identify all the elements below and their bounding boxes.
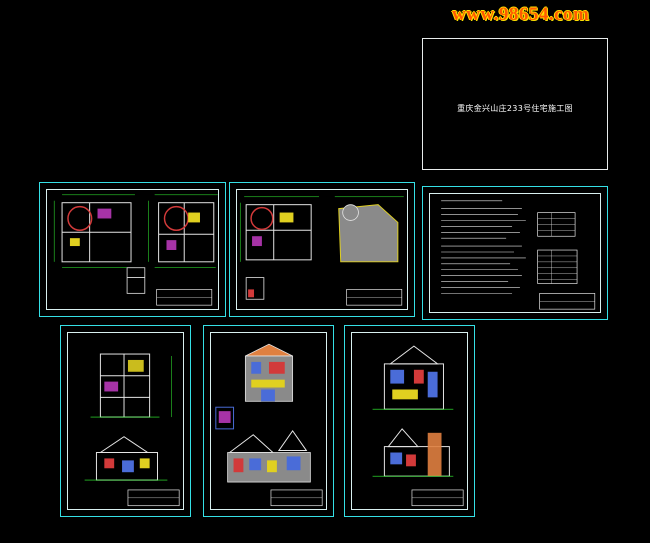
drawing-frame [429,193,601,313]
cover-sheet[interactable]: 重庆金兴山庄233号住宅施工图 [422,38,608,170]
site-watermark: www.98654.com [452,4,590,25]
drawing-frame [210,332,327,510]
elevation-drawing [372,345,464,507]
drawing-frame [351,332,468,510]
sheet-design-notes[interactable] [422,186,608,320]
sheet-elevations-1[interactable] [203,325,334,517]
drawing-frame [46,189,219,310]
floor-plan-drawing [239,196,404,306]
floor-plan-drawing [53,194,218,306]
sheet-section-elevation[interactable] [60,325,191,517]
drawing-frame [67,332,184,510]
elevation-drawing [215,343,323,507]
section-drawing [84,353,180,507]
cover-sheet-title: 重庆金兴山庄233号住宅施工图 [457,104,573,113]
sheet-floor-plans-2[interactable] [229,182,415,317]
sheet-elevations-2[interactable] [344,325,475,517]
drawing-frame [236,189,408,310]
notes-drawing [441,200,596,310]
sheet-floor-plans-1[interactable] [39,182,226,317]
